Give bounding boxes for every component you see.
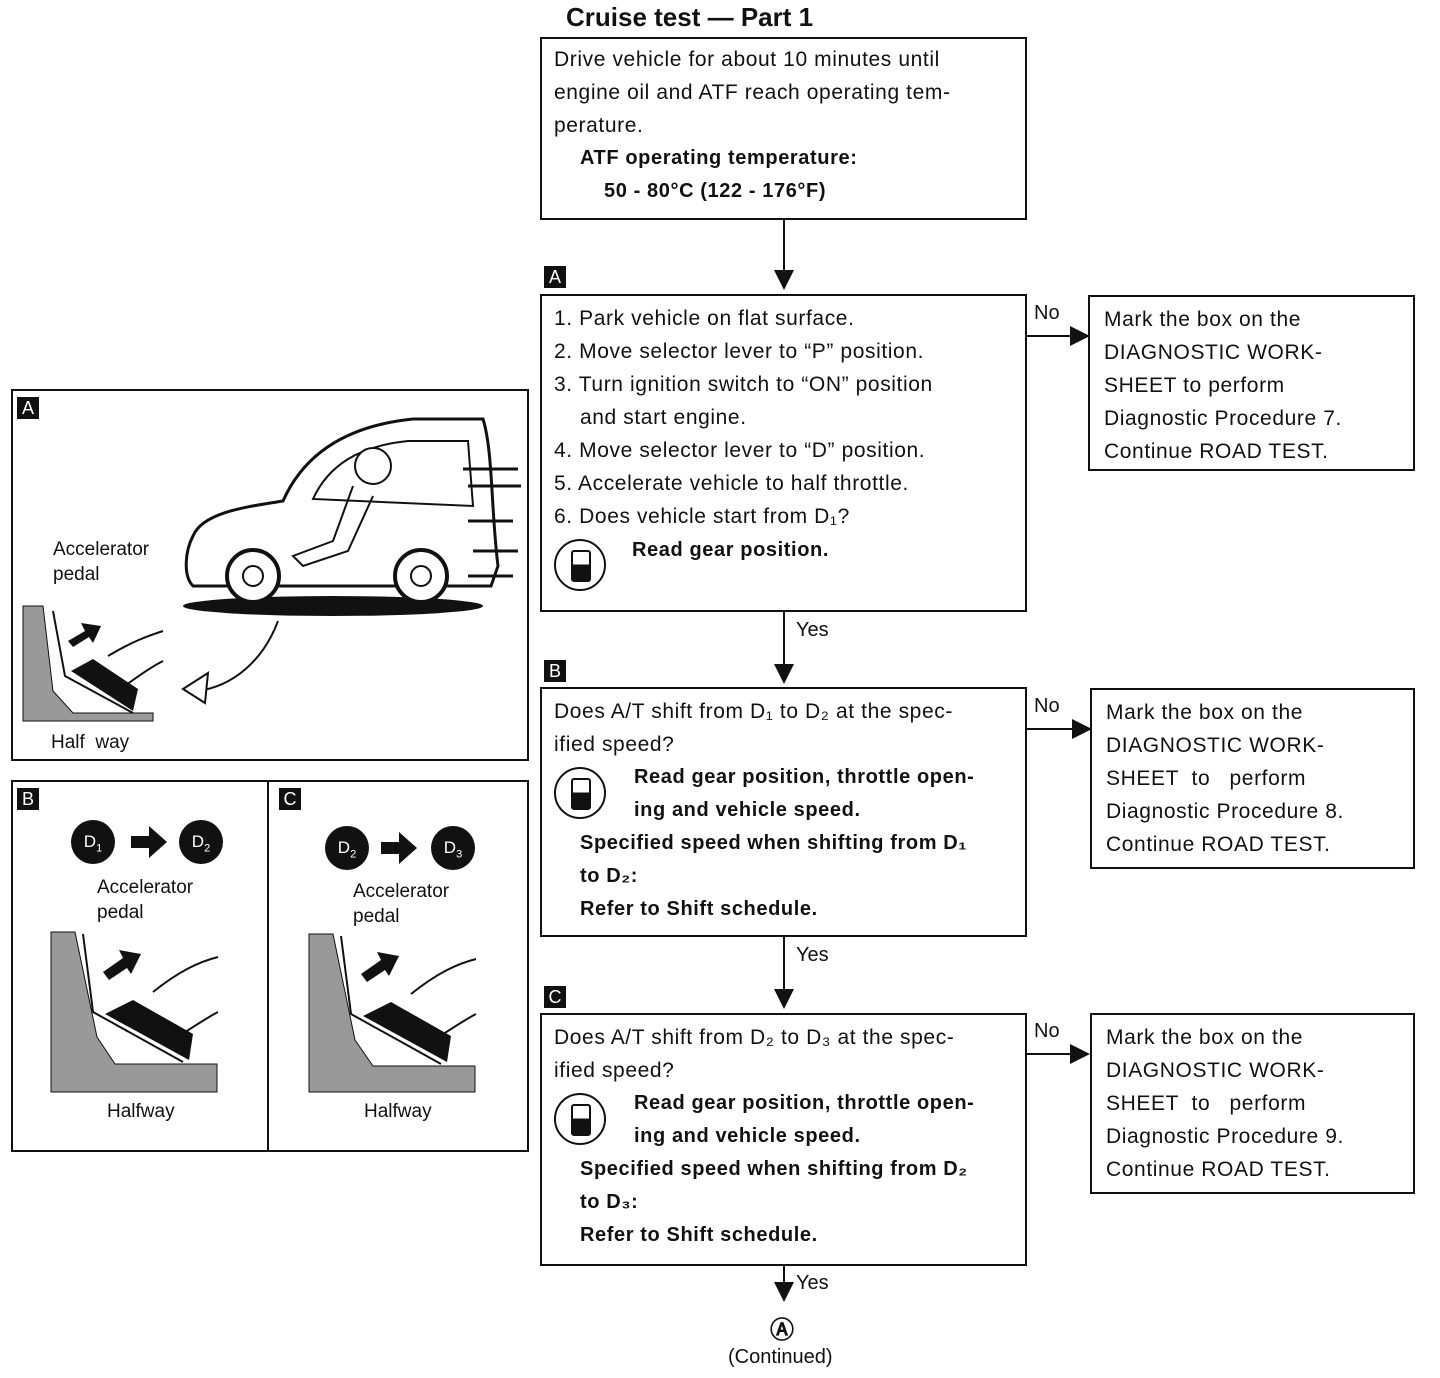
result-line: DIAGNOSTIC WORK- <box>1104 341 1323 364</box>
result-line: SHEET to perform <box>1104 374 1285 397</box>
step-b-question: ified speed? <box>554 733 675 756</box>
result-line: DIAGNOSTIC WORK- <box>1106 1059 1325 1082</box>
gear-d1-badge: D1 <box>71 820 115 864</box>
result-line: Continue ROAD TEST. <box>1106 833 1331 856</box>
result-line: Continue ROAD TEST. <box>1106 1158 1331 1181</box>
figure-b-graphics <box>50 826 219 1093</box>
result-line: Continue ROAD TEST. <box>1104 440 1329 463</box>
consult-tester-icon <box>554 1093 606 1145</box>
step-a-item: 3. Turn ignition switch to “ON” position <box>554 373 933 396</box>
step-b-spec: to D₂: <box>580 865 639 887</box>
step-c-instruction: Read gear position, throttle open- <box>634 1092 975 1114</box>
consult-tester-icon <box>554 767 606 819</box>
result-line: DIAGNOSTIC WORK- <box>1106 734 1325 757</box>
step-c-instruction: ing and vehicle speed. <box>634 1125 861 1147</box>
figure-b-pedal-label: Accelerator <box>97 877 194 898</box>
gear-d2-badge: D2 <box>179 820 223 864</box>
step-a-item: and start engine. <box>580 406 747 429</box>
figure-b-panel: B D1 D2 Accelerator pedal Halfway <box>11 780 269 1152</box>
figure-c-pedal-label: Accelerator <box>353 881 450 902</box>
result-line: Mark the box on the <box>1106 701 1304 724</box>
step-b-box: Does A/T shift from D₁ to D₂ at the spec… <box>540 687 1027 937</box>
yes-label: Yes <box>796 1272 829 1294</box>
result-line: SHEET to perform <box>1106 1092 1307 1115</box>
shift-arrow-icon <box>381 832 417 864</box>
result-box-procedure-9: Mark the box on the DIAGNOSTIC WORK- SHE… <box>1090 1013 1415 1194</box>
no-label: No <box>1034 1020 1060 1042</box>
step-b-instruction: ing and vehicle speed. <box>634 799 861 821</box>
no-label: No <box>1034 302 1060 324</box>
gear-d3-badge: D3 <box>431 826 475 870</box>
step-c-spec: Refer to Shift schedule. <box>580 1224 818 1246</box>
start-line-1: Drive vehicle for about 10 minutes until <box>554 48 940 71</box>
figure-c-graphics <box>308 832 477 1093</box>
result-line: Diagnostic Procedure 8. <box>1106 800 1344 823</box>
step-a-item: 4. Move selector lever to “D” position. <box>554 439 926 462</box>
continued-label: (Continued) <box>728 1346 833 1368</box>
no-label: No <box>1034 695 1060 717</box>
step-c-question: Does A/T shift from D₂ to D₃ at the spec… <box>554 1026 955 1049</box>
result-line: Diagnostic Procedure 7. <box>1104 407 1342 430</box>
result-line: Mark the box on the <box>1104 308 1302 331</box>
step-a-instruction: Read gear position. <box>632 539 829 561</box>
figure-c-position-label: Halfway <box>364 1101 432 1122</box>
step-c-spec: Specified speed when shifting from D₂ <box>580 1158 968 1180</box>
figure-a-position-label: Half way <box>51 732 130 753</box>
step-a-item: 2. Move selector lever to “P” position. <box>554 340 925 363</box>
result-line: SHEET to perform <box>1106 767 1307 790</box>
step-a-tag: A <box>544 266 566 288</box>
figure-c-panel: C D2 D3 Accelerator pedal Halfway <box>267 780 529 1152</box>
figure-b-tag: B <box>17 788 39 810</box>
step-b-spec: Refer to Shift schedule. <box>580 898 818 920</box>
step-b-instruction: Read gear position, throttle open- <box>634 766 975 788</box>
step-a-item: 1. Park vehicle on flat surface. <box>554 307 855 330</box>
step-c-tag: C <box>544 986 566 1008</box>
figure-a-panel: A Accelerator pedal Half way <box>11 389 529 761</box>
step-a-box: 1. Park vehicle on flat surface. 2. Move… <box>540 294 1027 612</box>
start-step-box: Drive vehicle for about 10 minutes until… <box>540 37 1027 220</box>
figure-a-pedal-label: pedal <box>53 564 100 585</box>
consult-tester-icon <box>554 539 606 591</box>
temp-value: 50 - 80°C (122 - 176°F) <box>604 180 827 202</box>
figure-c-pedal-label: pedal <box>353 906 400 927</box>
result-box-procedure-8: Mark the box on the DIAGNOSTIC WORK- SHE… <box>1090 688 1415 869</box>
result-line: Mark the box on the <box>1106 1026 1304 1049</box>
figure-a-tag: A <box>17 397 39 419</box>
step-b-tag: B <box>544 660 566 682</box>
result-line: Diagnostic Procedure 9. <box>1106 1125 1344 1148</box>
step-a-item: 6. Does vehicle start from D₁? <box>554 505 850 528</box>
temp-label: ATF operating temperature: <box>580 147 858 169</box>
step-a-item: 5. Accelerate vehicle to half throttle. <box>554 472 909 495</box>
figure-c-tag: C <box>279 788 301 810</box>
gear-d2-badge: D2 <box>325 826 369 870</box>
step-b-spec: Specified speed when shifting from D₁ <box>580 832 968 854</box>
shift-arrow-icon <box>131 826 167 858</box>
step-c-question: ified speed? <box>554 1059 675 1082</box>
connector-a: Ⓐ <box>770 1317 794 1344</box>
car-driver-illustration <box>22 417 521 722</box>
start-line-3: perature. <box>554 114 644 137</box>
step-b-question: Does A/T shift from D₁ to D₂ at the spec… <box>554 700 953 723</box>
figure-b-pedal-label: pedal <box>97 902 144 923</box>
start-line-2: engine oil and ATF reach operating tem- <box>554 81 951 104</box>
step-c-box: Does A/T shift from D₂ to D₃ at the spec… <box>540 1013 1027 1266</box>
figure-b-position-label: Halfway <box>107 1101 175 1122</box>
step-c-spec: to D₃: <box>580 1191 639 1213</box>
figure-a-pedal-label: Accelerator <box>53 539 150 560</box>
yes-label: Yes <box>796 944 829 966</box>
page-title: Cruise test — Part 1 <box>566 2 814 32</box>
yes-label: Yes <box>796 619 829 641</box>
result-box-procedure-7: Mark the box on the DIAGNOSTIC WORK- SHE… <box>1088 295 1415 471</box>
